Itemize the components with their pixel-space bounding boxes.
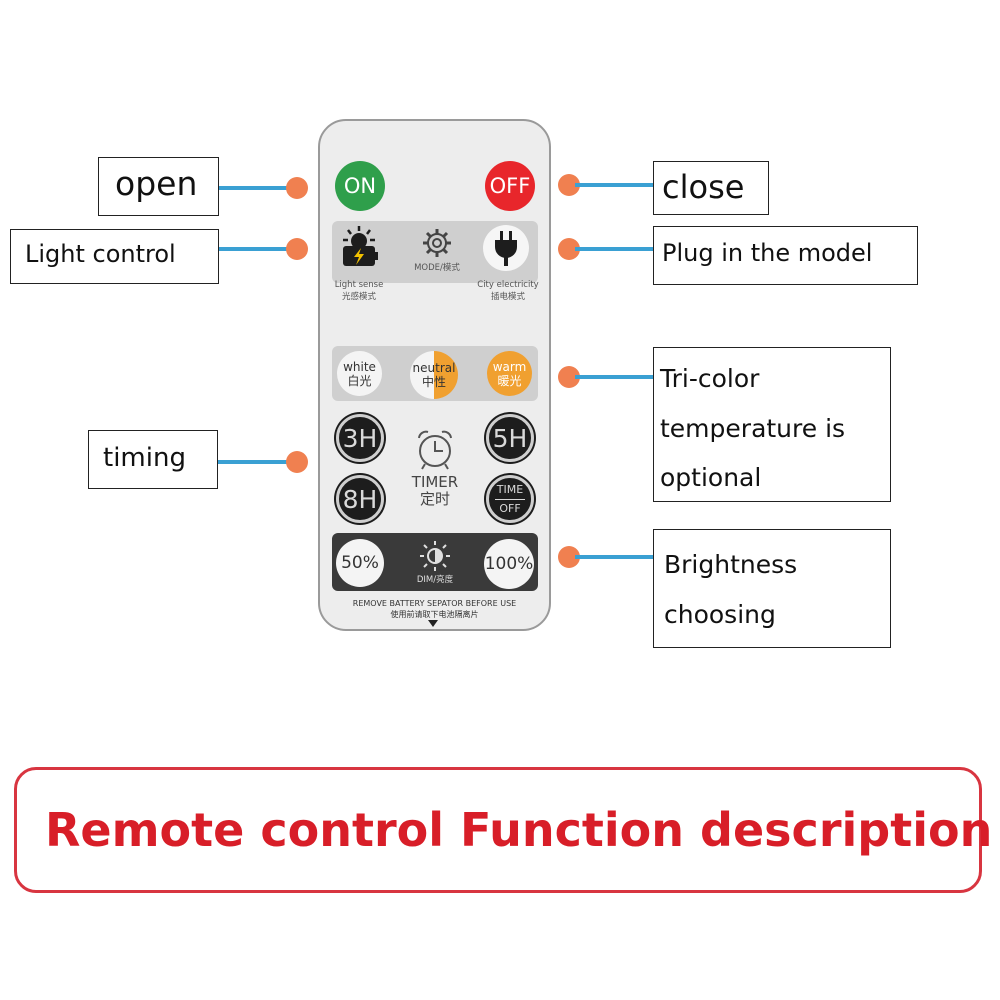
neutral-label-cn: 中性 xyxy=(421,375,446,389)
plug-in-callout: Plug in the model xyxy=(653,226,918,285)
open-marker xyxy=(286,177,308,199)
light-sense-en: Light sense xyxy=(334,280,384,290)
time-off-button[interactable]: TIME OFF xyxy=(486,475,534,523)
on-button[interactable]: ON xyxy=(335,161,385,211)
white-button[interactable]: white 白光 xyxy=(337,351,382,396)
light-control-connector xyxy=(219,247,295,251)
timer-5h-label: 5H xyxy=(492,423,528,453)
city-electricity-cn: 插电模式 xyxy=(490,292,525,302)
tri-color-line-3: optional xyxy=(660,463,762,492)
open-callout: open xyxy=(98,157,219,216)
close-callout: close xyxy=(653,161,769,215)
tri-color-connector xyxy=(575,375,655,379)
alarm-clock-icon xyxy=(413,427,457,473)
close-marker xyxy=(558,174,580,196)
light-control-marker xyxy=(286,238,308,260)
tri-color-marker xyxy=(558,366,580,388)
warm-label-cn: 暖光 xyxy=(497,373,522,388)
plug-in-marker xyxy=(558,238,580,260)
tri-color-callout: Tri-color temperature is optional xyxy=(653,347,891,502)
brightness-line-1: Brightness xyxy=(664,550,798,579)
tri-color-line-2: temperature is xyxy=(660,414,846,443)
timer-8h-button[interactable]: 8H xyxy=(336,475,384,523)
brightness-line-2: choosing xyxy=(664,600,776,629)
timing-callout: timing xyxy=(88,430,218,489)
on-label: ON xyxy=(343,174,377,198)
brightness-50-button[interactable]: 50% xyxy=(336,539,384,587)
timer-8h-label: 8H xyxy=(342,484,378,514)
timer-3h-button[interactable]: 3H xyxy=(336,414,384,462)
neutral-label-en: neutral xyxy=(412,361,456,375)
warm-button[interactable]: warm 暖光 xyxy=(487,351,532,396)
warm-label-en: warm xyxy=(492,359,527,374)
white-label-cn: 白光 xyxy=(347,373,372,388)
battery-arrow-icon xyxy=(428,620,438,627)
timing-label: timing xyxy=(103,443,186,473)
timing-marker xyxy=(286,451,308,473)
close-label: close xyxy=(662,168,745,206)
white-label-en: white xyxy=(343,359,376,374)
mode-button[interactable] xyxy=(420,226,454,260)
city-electricity-button[interactable] xyxy=(483,225,529,271)
open-label: open xyxy=(115,164,198,203)
time-off-label-1: TIME xyxy=(496,482,524,496)
brightness-marker xyxy=(558,546,580,568)
footer-cn: 使用前请取下电池隔离片 xyxy=(390,610,479,619)
brightness-100-label: 100% xyxy=(484,554,534,574)
off-button[interactable]: OFF xyxy=(485,161,535,211)
dim-label: DIM/亮度 xyxy=(416,575,454,585)
banner-title: Remote control Function description xyxy=(45,803,993,857)
timer-label-cn: 定时 xyxy=(419,490,450,508)
plug-in-label: Plug in the model xyxy=(662,239,873,267)
off-label: OFF xyxy=(489,174,531,198)
tri-color-line-1: Tri-color xyxy=(660,364,760,393)
light-sense-button[interactable] xyxy=(337,224,381,272)
footer-en: REMOVE BATTERY SEPATOR BEFORE USE xyxy=(352,599,517,608)
light-sense-icon xyxy=(343,226,378,266)
brightness-50-label: 50% xyxy=(341,553,379,573)
gear-icon xyxy=(423,229,451,257)
timer-label-en: TIMER xyxy=(411,473,459,491)
brightness-callout: Brightness choosing xyxy=(653,529,891,648)
mode-label: MODE/模式 xyxy=(414,263,460,273)
brightness-icon xyxy=(418,539,452,573)
timer-5h-button[interactable]: 5H xyxy=(486,414,534,462)
city-electricity-en: City electricity xyxy=(477,280,539,290)
neutral-button[interactable]: neutral 中性 xyxy=(410,351,458,399)
brightness-100-button[interactable]: 100% xyxy=(484,539,534,589)
brightness-connector xyxy=(575,555,655,559)
light-control-label: Light control xyxy=(25,240,176,268)
open-connector xyxy=(219,186,295,190)
timer-3h-label: 3H xyxy=(342,423,378,453)
time-off-divider xyxy=(495,498,525,500)
plug-in-connector xyxy=(575,247,655,251)
light-control-callout: Light control xyxy=(10,229,219,284)
close-connector xyxy=(575,183,655,187)
timing-connector xyxy=(218,460,294,464)
title-banner: Remote control Function description xyxy=(14,767,992,893)
time-off-label-2: OFF xyxy=(499,501,521,515)
plug-icon xyxy=(495,231,517,266)
light-sense-cn: 光感模式 xyxy=(341,292,376,302)
